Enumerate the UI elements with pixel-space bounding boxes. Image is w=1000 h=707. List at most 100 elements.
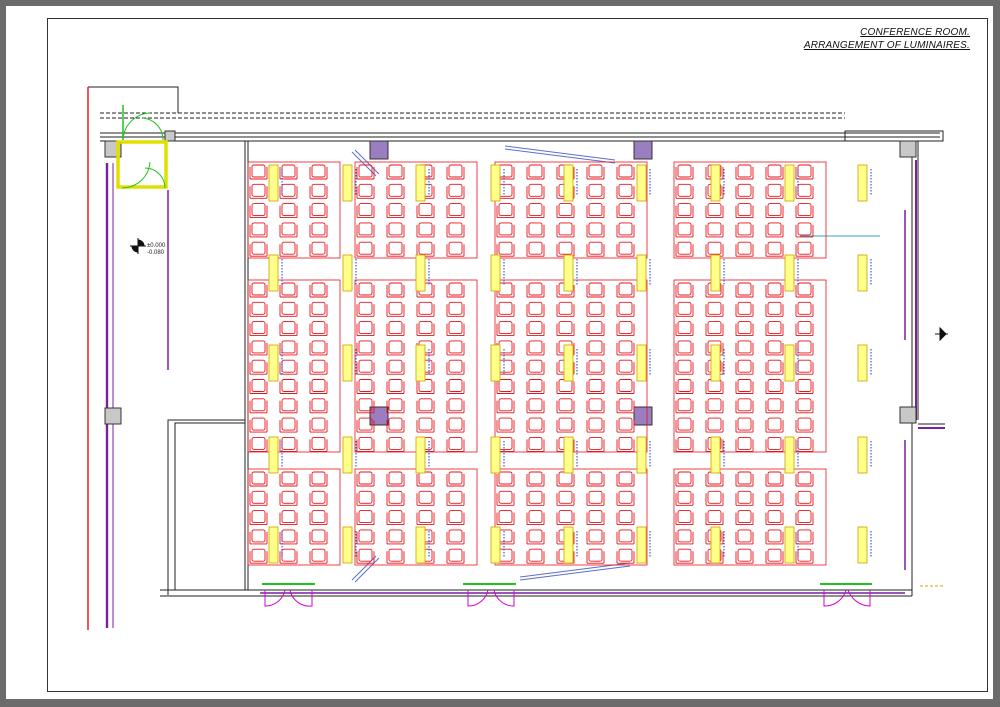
- chair: [556, 510, 575, 526]
- chair: [496, 203, 515, 219]
- chair: [249, 548, 268, 564]
- chair: [705, 301, 724, 317]
- luminaire: [342, 526, 357, 564]
- chair: [795, 529, 814, 545]
- chair: [556, 417, 575, 433]
- chair: [616, 436, 635, 452]
- chair: [735, 321, 754, 337]
- chair: [446, 398, 465, 414]
- chair: [795, 164, 814, 180]
- chair: [446, 510, 465, 526]
- chair: [309, 203, 328, 219]
- chair: [309, 436, 328, 452]
- luminaire: [784, 436, 799, 474]
- chair: [735, 359, 754, 375]
- chair: [279, 417, 298, 433]
- chair: [386, 321, 405, 337]
- chair: [279, 398, 298, 414]
- chair: [386, 490, 405, 506]
- chair: [616, 183, 635, 199]
- chair: [416, 222, 435, 238]
- chair: [705, 321, 724, 337]
- chair: [795, 359, 814, 375]
- chair: [675, 340, 694, 356]
- chair: [249, 471, 268, 487]
- chair: [735, 471, 754, 487]
- chair: [765, 379, 784, 394]
- chair: [526, 529, 545, 545]
- chair: [526, 359, 545, 375]
- chair: [279, 471, 298, 487]
- chair: [705, 398, 724, 414]
- chair: [765, 282, 784, 298]
- level-marker-icon: [130, 238, 146, 254]
- chair: [446, 183, 465, 199]
- chair: [586, 398, 605, 414]
- chair: [526, 340, 545, 356]
- chair: [416, 379, 435, 394]
- chair: [279, 359, 298, 375]
- chair: [705, 203, 724, 219]
- chair: [616, 222, 635, 238]
- chair: [586, 321, 605, 337]
- luminaire: [268, 526, 283, 564]
- chair: [795, 510, 814, 526]
- chair: [356, 529, 375, 545]
- drawing-title-line-1: CONFERENCE ROOM.: [860, 27, 970, 38]
- chair: [586, 529, 605, 545]
- chair: [309, 241, 328, 257]
- chair: [386, 471, 405, 487]
- chair: [765, 417, 784, 433]
- chair: [526, 282, 545, 298]
- chair: [356, 164, 375, 180]
- luminaire: [857, 526, 872, 564]
- chair: [309, 359, 328, 375]
- luminaire: [857, 436, 872, 474]
- luminaire: [342, 164, 357, 202]
- chair: [556, 301, 575, 317]
- chair: [616, 417, 635, 433]
- chair: [356, 321, 375, 337]
- chair: [416, 321, 435, 337]
- chair: [616, 241, 635, 257]
- chair: [795, 417, 814, 433]
- chair: [496, 398, 515, 414]
- chair: [386, 241, 405, 257]
- chair: [496, 417, 515, 433]
- chair: [249, 321, 268, 337]
- chair: [249, 417, 268, 433]
- luminaire: [415, 164, 430, 202]
- chair: [675, 436, 694, 452]
- chair: [309, 222, 328, 238]
- luminaire: [342, 436, 357, 474]
- chair: [386, 548, 405, 564]
- chair: [795, 340, 814, 356]
- chair: [735, 241, 754, 257]
- chair: [279, 510, 298, 526]
- chair: [249, 301, 268, 317]
- chair: [309, 321, 328, 337]
- chair: [735, 398, 754, 414]
- chair: [526, 301, 545, 317]
- chair: [386, 301, 405, 317]
- chair: [616, 321, 635, 337]
- chair: [249, 203, 268, 219]
- chair: [496, 490, 515, 506]
- chair: [675, 398, 694, 414]
- chair: [416, 490, 435, 506]
- chair: [765, 222, 784, 238]
- chair: [526, 436, 545, 452]
- chair: [586, 359, 605, 375]
- luminaire: [636, 436, 651, 474]
- chair: [446, 436, 465, 452]
- chair: [526, 321, 545, 337]
- chair: [386, 183, 405, 199]
- luminaire: [415, 436, 430, 474]
- chair: [675, 164, 694, 180]
- chair: [526, 490, 545, 506]
- luminaire: [563, 164, 578, 202]
- luminaire: [415, 344, 430, 382]
- chair: [356, 436, 375, 452]
- section-marker-icon: [935, 326, 948, 342]
